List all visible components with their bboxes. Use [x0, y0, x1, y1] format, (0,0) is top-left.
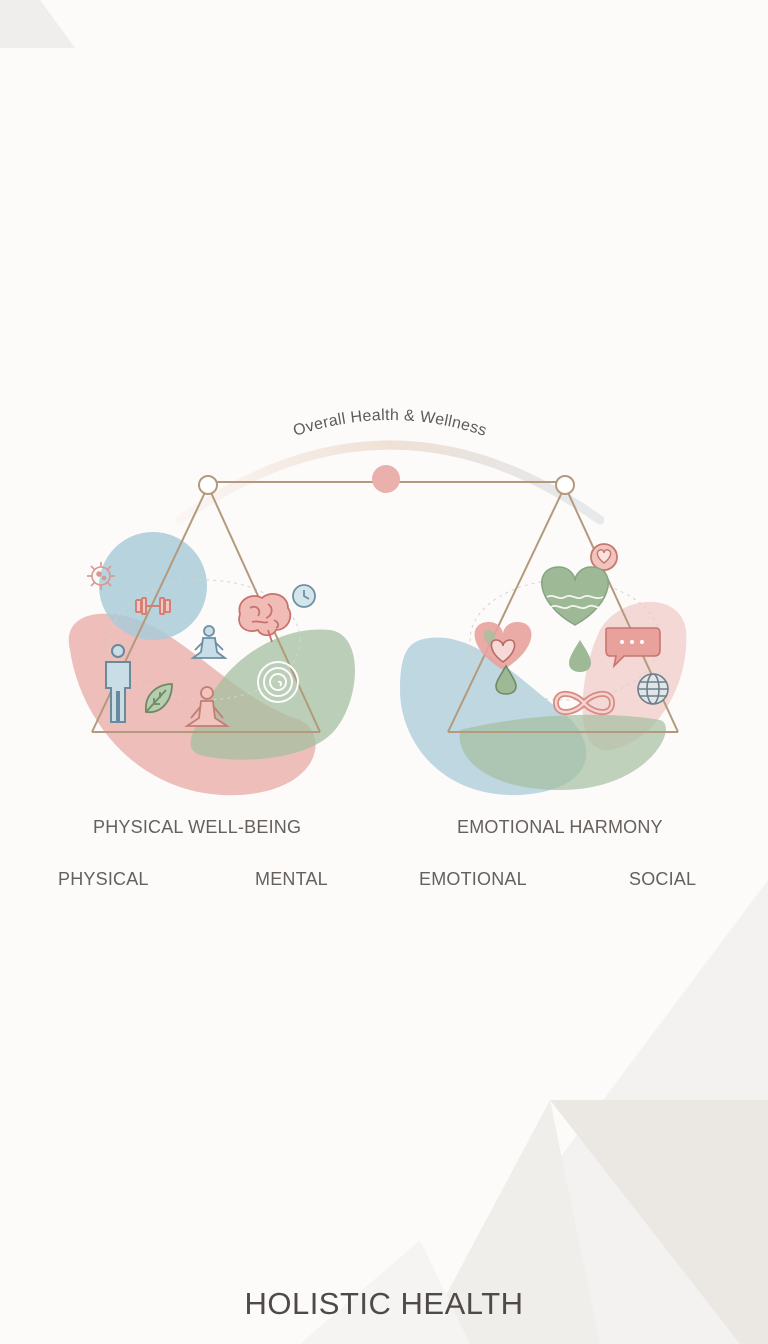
heart-badge-icon — [590, 543, 618, 571]
left-section-label: PHYSICAL WELL-BEING — [93, 817, 302, 837]
center-balance-dot — [372, 465, 400, 493]
spiral-icon — [257, 661, 299, 703]
speech-bubble-icon — [605, 627, 661, 669]
balance-scale-diagram: Overall Health & Wellness — [68, 407, 687, 796]
infinity-icon — [552, 691, 616, 715]
water-drop-icon — [495, 664, 517, 695]
arc-title: Overall Health & Wellness — [291, 407, 489, 440]
orbit-line — [109, 579, 301, 701]
heart-waves-icon — [541, 566, 609, 626]
dumbbell-icon — [135, 597, 171, 615]
seated-meditation-icon — [184, 686, 230, 727]
background-facet — [420, 1100, 600, 1344]
water-drop-icon — [569, 640, 591, 672]
leaf-icon — [145, 683, 173, 713]
scale-frame — [91, 481, 679, 733]
right-section-label: EMOTIONAL HARMONY — [457, 817, 663, 837]
blue-blob — [99, 532, 207, 640]
right-pivot-ring — [555, 475, 575, 495]
virus-icon — [87, 562, 115, 590]
category-emotional: EMOTIONAL — [419, 869, 527, 889]
wellness-arc — [175, 440, 605, 525]
left-blob-cluster — [68, 532, 355, 796]
right-string — [447, 485, 566, 733]
heart-icon — [474, 622, 532, 670]
background-facet — [300, 1240, 470, 1344]
brain-icon — [238, 593, 292, 643]
globe-icon — [637, 673, 669, 705]
category-mental: MENTAL — [255, 869, 328, 889]
footer-title: HOLISTIC HEALTH — [244, 1286, 524, 1321]
clock-icon — [292, 584, 316, 608]
person-icon — [105, 644, 131, 723]
green-blob — [459, 714, 666, 790]
left-pivot-ring — [198, 475, 218, 495]
corner-triangle-top-left — [0, 0, 75, 48]
background-facet — [550, 1100, 768, 1344]
category-physical: PHYSICAL — [58, 869, 149, 889]
meditation-icon — [190, 625, 228, 659]
category-social: SOCIAL — [629, 869, 697, 889]
